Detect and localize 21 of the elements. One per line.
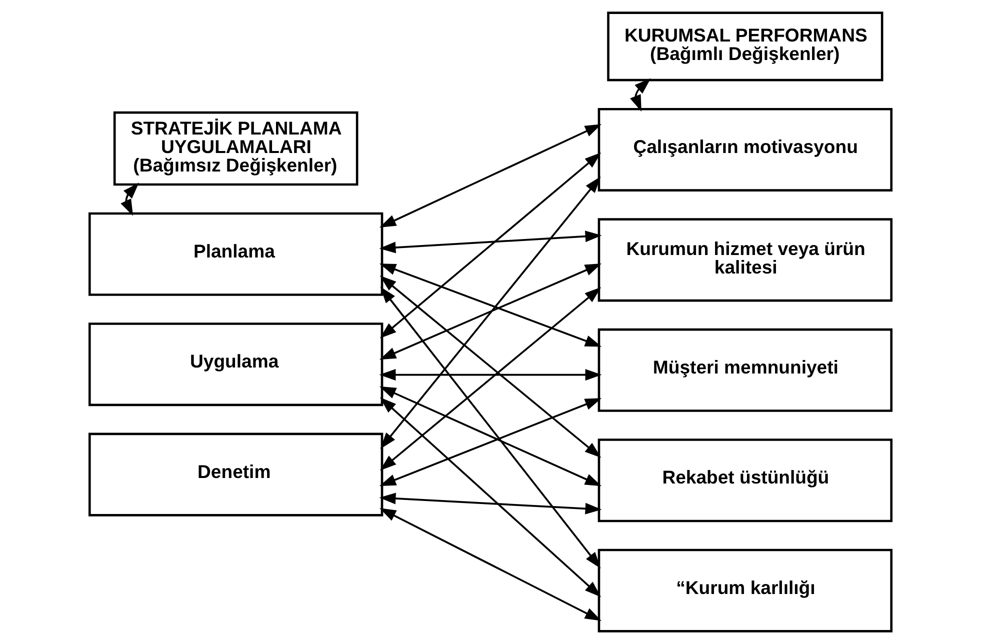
arrow xyxy=(380,397,602,598)
node-box: Denetim xyxy=(88,432,384,516)
node-box: Rekabet üstünlüğü xyxy=(598,438,893,522)
arrow xyxy=(379,492,602,514)
node-box: Kurumun hizmet veya ürün kalitesi xyxy=(598,218,893,302)
arrow xyxy=(630,78,651,112)
arrow xyxy=(120,182,139,216)
arrow xyxy=(380,152,602,338)
node-box: STRATEJİK PLANLAMA UYGULAMALARI (Bağımsız Değişkenler) xyxy=(113,111,358,186)
node-box: Uygulama xyxy=(88,322,384,406)
arrow xyxy=(379,369,602,381)
arrow xyxy=(380,176,601,449)
node-box: Planlama xyxy=(88,212,384,296)
arrow xyxy=(380,508,602,621)
node-box: Müşteri memnuniyeti xyxy=(598,328,893,412)
node-box: KURUMSAL PERFORMANS (Bağımlı Değişkenler) xyxy=(607,12,884,82)
arrow xyxy=(379,230,602,254)
node-box: Çalışanların motivasyonu xyxy=(598,108,893,192)
node-box: “Kurum karlılığı xyxy=(598,548,893,632)
arrow xyxy=(380,286,601,568)
arrow xyxy=(379,124,602,228)
